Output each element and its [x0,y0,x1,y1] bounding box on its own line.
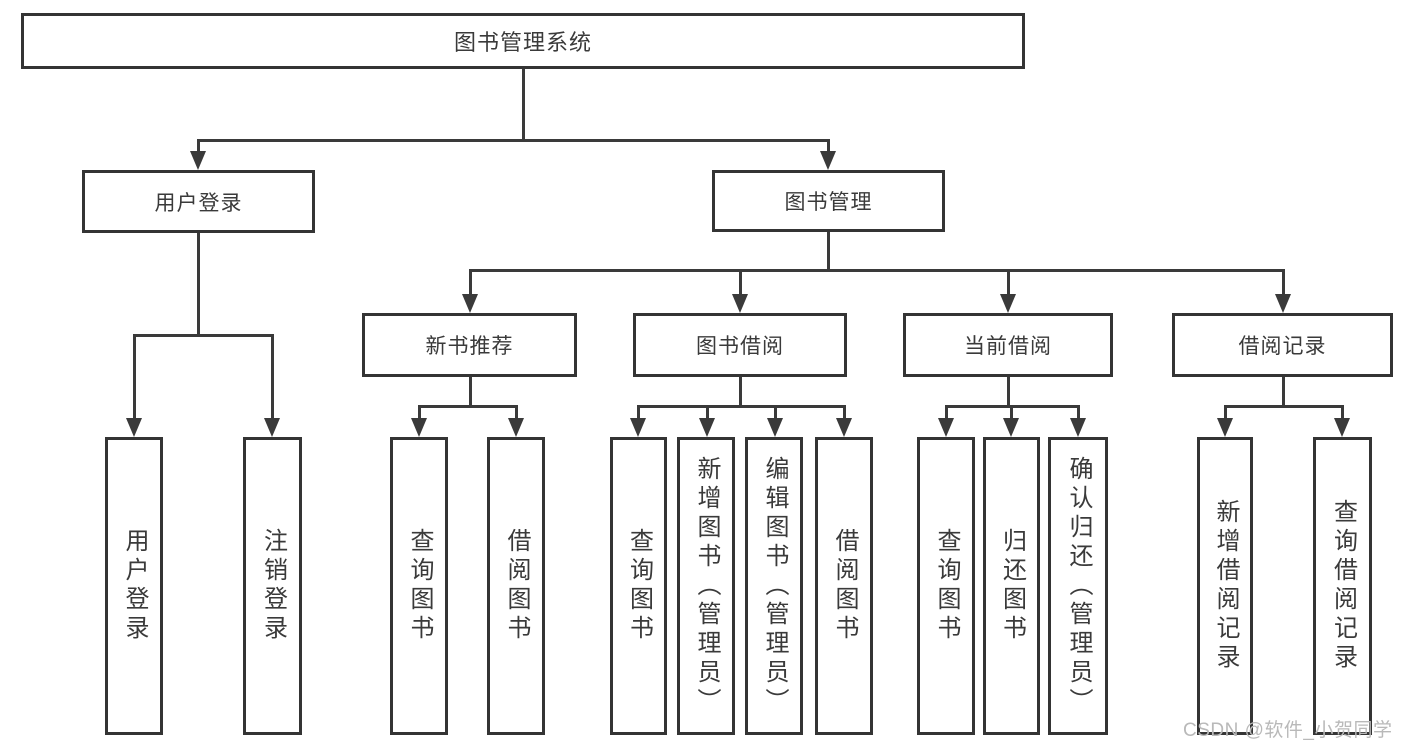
connector-line [468,377,472,407]
connector-line [1223,406,1227,422]
connector-line [417,404,518,408]
leaf-label: 归还图书 [998,528,1026,644]
connector-line [196,233,200,336]
section-node-new-book-recommend: 新书推荐 [362,313,577,377]
section-label: 图书借阅 [696,335,784,358]
connector-line [196,138,830,142]
leaf-label: 注销登录 [259,528,287,644]
arrowhead-icon [508,418,524,437]
connector-line [1223,404,1344,408]
node-user-login-label: 用户登录 [154,191,243,215]
arrowhead-icon [1334,418,1350,437]
connector-line [1281,377,1285,407]
arrowhead-icon [732,294,748,313]
leaf-label: 查询图书 [933,528,960,644]
arrowhead-icon [411,418,427,437]
connector-line [842,406,846,422]
connector-line [521,69,525,141]
arrowhead-icon [938,418,954,437]
connector-line [1281,270,1285,298]
arrowhead-icon [699,418,715,437]
leaf-node-borrow-books-2: 借阅图书 [815,437,873,735]
leaf-label: 借阅图书 [503,528,530,644]
arrowhead-icon [264,418,280,437]
leaf-node-query-books-3: 查询图书 [917,437,975,735]
arrowhead-icon [1275,294,1291,313]
watermark: CSDN @软件_小贺同学 [1183,720,1393,741]
leaf-node-add-borrow-record: 新增借阅记录 [1197,437,1253,735]
connector-line [468,268,1285,272]
connector-line [1006,270,1010,298]
node-user-login: 用户登录 [82,170,315,233]
arrowhead-icon [630,418,646,437]
connector-line [826,232,830,271]
leaf-label: 新增图书（管理员） [693,455,720,717]
leaf-node-query-books-2: 查询图书 [610,437,667,735]
arrowhead-icon [1003,418,1019,437]
leaf-node-logout: 注销登录 [243,437,302,735]
connector-line [1006,377,1010,407]
leaf-label: 确认归还（管理员） [1065,455,1092,717]
arrowhead-icon [767,418,783,437]
section-node-borrow-records: 借阅记录 [1172,313,1393,377]
leaf-node-add-books-admin: 新增图书（管理员） [677,437,735,735]
leaf-node-query-borrow-record: 查询借阅记录 [1313,437,1372,735]
connector-line [270,335,274,422]
leaf-label: 查询图书 [625,528,653,644]
leaf-label: 查询借阅记录 [1329,499,1357,673]
section-node-book-borrow: 图书借阅 [633,313,847,377]
leaf-label: 用户登录 [121,528,148,644]
arrowhead-icon [462,294,478,313]
connector-line [1009,406,1013,422]
arrowhead-icon [836,418,852,437]
section-label: 当前借阅 [964,335,1052,358]
connector-line [1340,406,1344,422]
section-label: 新书推荐 [425,335,514,358]
arrowhead-icon [1070,418,1086,437]
section-label: 借阅记录 [1238,335,1327,358]
connector-line [705,406,709,422]
connector-line [132,333,274,337]
connector-line [514,406,518,422]
connector-line [132,335,136,422]
leaf-node-borrow-books-1: 借阅图书 [487,437,545,735]
leaf-label: 查询图书 [406,528,433,644]
leaf-node-user-login: 用户登录 [105,437,163,735]
connector-line [944,406,948,422]
leaf-node-edit-books-admin: 编辑图书（管理员） [745,437,803,735]
arrowhead-icon [1217,418,1233,437]
connector-line [738,377,742,407]
leaf-label: 编辑图书（管理员） [761,455,788,717]
node-book-management-label: 图书管理 [784,191,873,214]
connector-line [826,140,830,155]
connector-line [773,406,777,422]
leaf-label: 借阅图书 [831,528,858,644]
leaf-label: 新增借阅记录 [1212,499,1239,673]
section-node-current-borrow: 当前借阅 [903,313,1113,377]
node-book-management: 图书管理 [712,170,945,232]
root-node-label: 图书管理系统 [453,30,592,55]
arrowhead-icon [190,151,206,170]
arrowhead-icon [820,151,836,170]
connector-line [738,270,742,298]
arrowhead-icon [1000,294,1016,313]
leaf-node-return-books: 归还图书 [983,437,1040,735]
connector-line [636,406,640,422]
connector-line [417,406,421,422]
arrowhead-icon [126,418,142,437]
connector-line [196,140,200,155]
leaf-node-query-books-1: 查询图书 [390,437,448,735]
connector-line [636,404,846,408]
leaf-node-confirm-return-admin: 确认归还（管理员） [1048,437,1108,735]
connector-line [468,270,472,298]
connector-line [1076,406,1080,422]
root-node-library-system: 图书管理系统 [21,13,1025,69]
